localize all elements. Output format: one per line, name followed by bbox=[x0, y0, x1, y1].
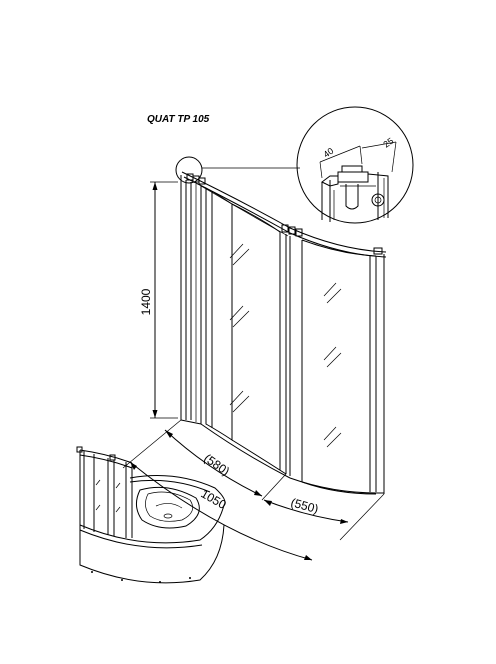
profile-detail: 40 25 bbox=[296, 106, 414, 224]
left-glass-reflections bbox=[229, 243, 250, 413]
height-dimension: 1400 bbox=[139, 181, 178, 419]
profile-dim-a: 40 bbox=[321, 146, 335, 160]
left-wall-profile bbox=[180, 175, 202, 425]
height-label: 1400 bbox=[139, 288, 153, 315]
top-rail bbox=[181, 171, 387, 258]
left-panel-label: (580) bbox=[201, 451, 232, 479]
detail-marker bbox=[175, 156, 300, 184]
product-title: QUAT TP 105 bbox=[147, 114, 210, 125]
bathtub-thumbnail bbox=[76, 446, 226, 584]
right-glass-panel bbox=[289, 236, 385, 495]
left-glass-panel bbox=[205, 187, 287, 475]
rail-connectors bbox=[186, 173, 383, 255]
right-glass-reflections bbox=[323, 282, 342, 448]
floor-dimensions: (580) 1050 (550) bbox=[122, 419, 385, 561]
profile-dim-b: 25 bbox=[381, 136, 395, 150]
bottom-rail bbox=[200, 423, 385, 494]
